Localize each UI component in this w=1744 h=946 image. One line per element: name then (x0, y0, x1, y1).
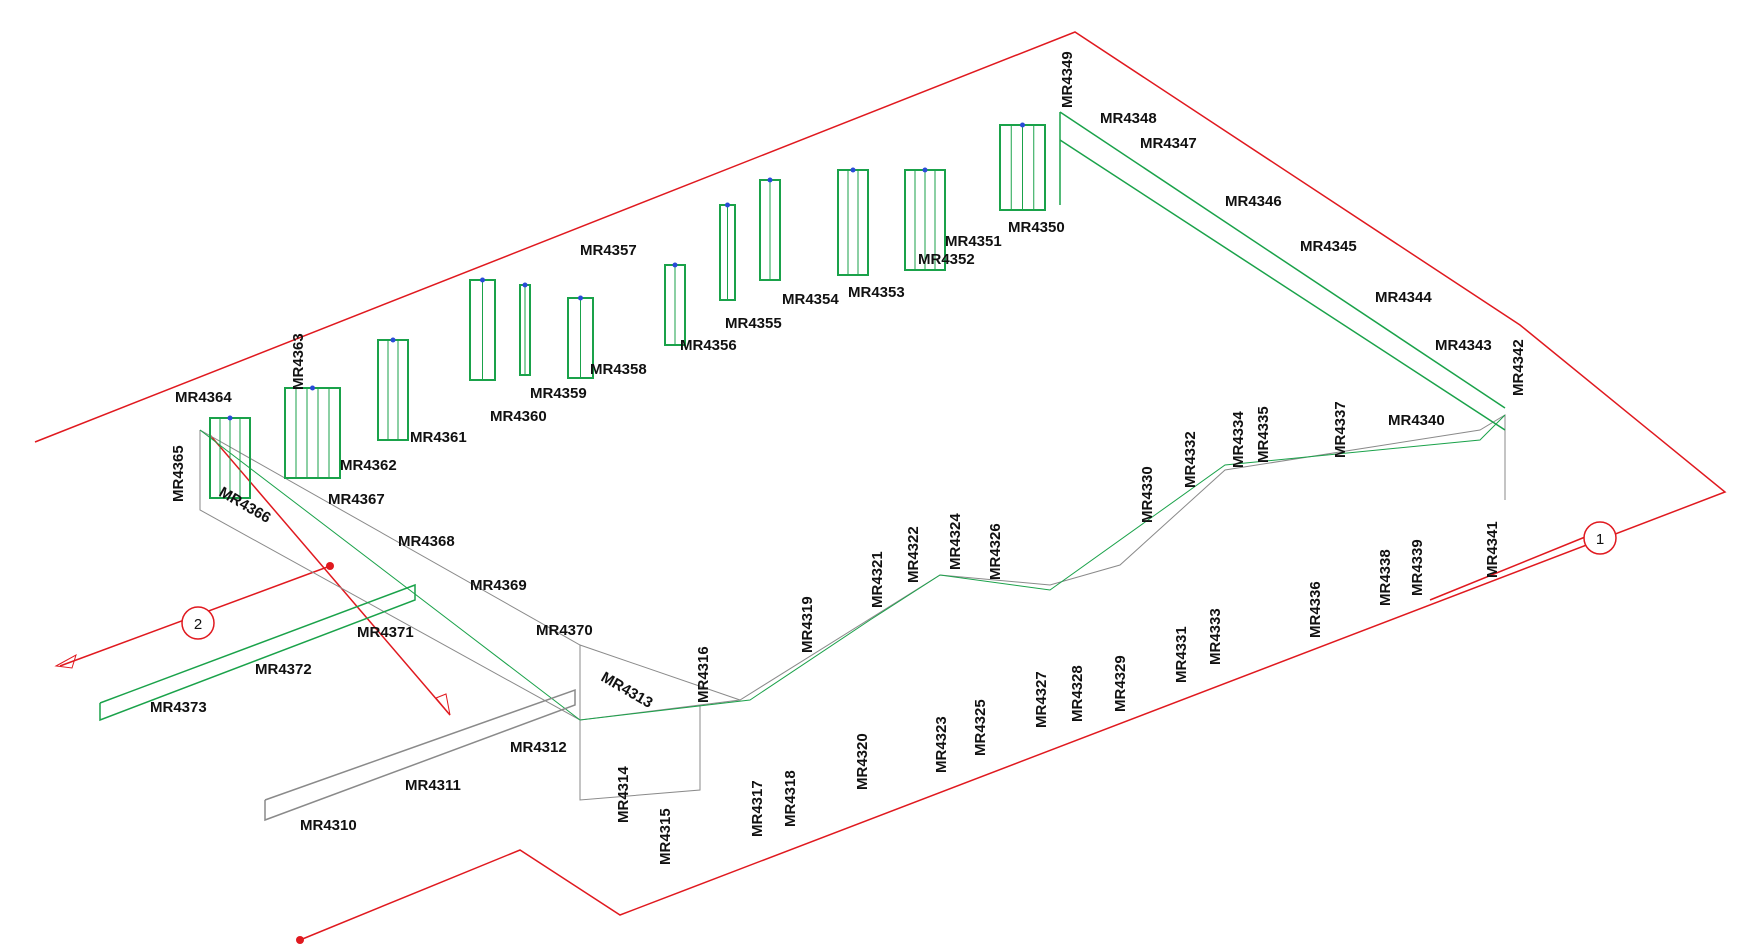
front-wall (199, 414, 1506, 801)
panel-label-mr4313: MR4313 (598, 669, 656, 712)
panel-label-mr4315: MR4315 (657, 808, 674, 865)
gridline-1 (1429, 534, 1591, 601)
panel-label-mr4326: MR4326 (987, 523, 1004, 580)
panel-label-mr4333: MR4333 (1207, 608, 1224, 665)
panel-label-mr4344: MR4344 (1375, 289, 1432, 306)
panel-label-mr4320: MR4320 (854, 733, 871, 790)
panel-label-mr4331: MR4331 (1173, 626, 1190, 683)
panel-label-mr4328: MR4328 (1069, 665, 1086, 722)
panel-label-mr4316: MR4316 (695, 646, 712, 703)
grid-bubble-1: 1 (1583, 521, 1617, 555)
panel-label-mr4347: MR4347 (1140, 135, 1197, 152)
panel-label-mr4337: MR4337 (1332, 401, 1349, 458)
frame-panel (377, 339, 409, 441)
panel-label-mr4366: MR4366 (216, 484, 274, 527)
panel-label-mr4372: MR4372 (255, 661, 312, 678)
boundary-line (34, 31, 1727, 941)
panel-label-mr4329: MR4329 (1112, 655, 1129, 712)
panel-label-mr4343: MR4343 (1435, 337, 1492, 354)
panel-label-mr4327: MR4327 (1033, 671, 1050, 728)
panel-label-mr4340: MR4340 (1388, 412, 1445, 429)
arrowhead-left (54, 653, 77, 669)
frame-panel (837, 169, 869, 276)
panel-label-mr4323: MR4323 (933, 716, 950, 773)
panel-label-mr4324: MR4324 (947, 513, 964, 570)
panel-label-mr4352: MR4352 (918, 251, 975, 268)
panel-label-mr4358: MR4358 (590, 361, 647, 378)
panel-label-mr4360: MR4360 (490, 408, 547, 425)
panel-label-mr4319: MR4319 (799, 596, 816, 653)
panel-label-mr4361: MR4361 (410, 429, 467, 446)
panel-label-mr4338: MR4338 (1377, 549, 1394, 606)
panel-label-mr4336: MR4336 (1307, 581, 1324, 638)
panel-label-mr4365: MR4365 (170, 445, 187, 502)
site-boundary (34, 31, 1727, 941)
panel-label-mr4370: MR4370 (536, 622, 593, 639)
joint-marker (922, 167, 928, 173)
joint-marker (522, 282, 528, 288)
panel-label-mr4359: MR4359 (530, 385, 587, 402)
panel-label-mr4312: MR4312 (510, 739, 567, 756)
panel-label-mr4341: MR4341 (1484, 521, 1501, 578)
joint-marker (227, 415, 233, 421)
panel-label-mr4332: MR4332 (1182, 431, 1199, 488)
panel-label-mr4348: MR4348 (1100, 110, 1157, 127)
panel-label-mr4350: MR4350 (1008, 219, 1065, 236)
joint-marker (578, 295, 583, 301)
panel-label-mr4367: MR4367 (328, 491, 385, 508)
joint-marker (672, 262, 678, 268)
grid-bubble-1-text: 1 (1596, 531, 1604, 548)
panel-label-mr4334: MR4334 (1230, 411, 1247, 468)
panel-label-mr4314: MR4314 (615, 766, 632, 823)
panel-label-mr4351: MR4351 (945, 233, 1002, 250)
panel-label-mr4322: MR4322 (905, 526, 922, 583)
arrowhead-down (435, 693, 451, 716)
joint-marker (310, 385, 315, 391)
joint-marker (390, 337, 396, 343)
grid-bubble-2: 2 (181, 606, 215, 640)
panel-label-mr4357: MR4357 (580, 242, 637, 259)
panel-label-mr4364: MR4364 (175, 389, 232, 406)
panel-label-mr4318: MR4318 (782, 770, 799, 827)
grid-bubble-2-text: 2 (194, 616, 202, 633)
joint-marker (850, 167, 856, 173)
panel-label-mr4355: MR4355 (725, 315, 782, 332)
panel-label-mr4311: MR4311 (405, 777, 461, 794)
panel-label-mr4353: MR4353 (848, 284, 905, 301)
joint-marker (767, 177, 773, 183)
panel-label-mr4346: MR4346 (1225, 193, 1282, 210)
frame-panels (209, 122, 1046, 499)
panel-label-mr4325: MR4325 (972, 699, 989, 756)
panel-label-mr4339: MR4339 (1409, 539, 1426, 596)
frame-panel (284, 387, 341, 479)
panel-label-mr4342: MR4342 (1510, 339, 1527, 396)
gridline-dot-top (326, 562, 334, 570)
panel-label-mr4310: MR4310 (300, 817, 357, 834)
panel-label-mr4371: MR4371 (357, 624, 414, 641)
panel-label-mr4354: MR4354 (782, 291, 839, 308)
panel-label-mr4373: MR4373 (150, 699, 207, 716)
back-wall (1059, 111, 1506, 431)
panel-label-mr4362: MR4362 (340, 457, 397, 474)
panel-label-mr4349: MR4349 (1059, 51, 1076, 108)
joint-marker (480, 277, 485, 283)
panel-label-mr4321: MR4321 (869, 551, 886, 608)
panel-label-mr4369: MR4369 (470, 577, 527, 594)
panel-label-mr4363: MR4363 (290, 333, 307, 390)
panel-label-mr4335: MR4335 (1255, 406, 1272, 463)
panel-label-mr4356: MR4356 (680, 337, 737, 354)
panel-label-mr4345: MR4345 (1300, 238, 1357, 255)
panel-label-mr4317: MR4317 (749, 780, 766, 837)
gridline-dot-bottom (296, 936, 304, 944)
joint-marker (1020, 122, 1025, 128)
panel-label-mr4368: MR4368 (398, 533, 455, 550)
left-walls (99, 583, 576, 822)
joint-marker (725, 202, 730, 208)
panel-label-mr4330: MR4330 (1139, 466, 1156, 523)
